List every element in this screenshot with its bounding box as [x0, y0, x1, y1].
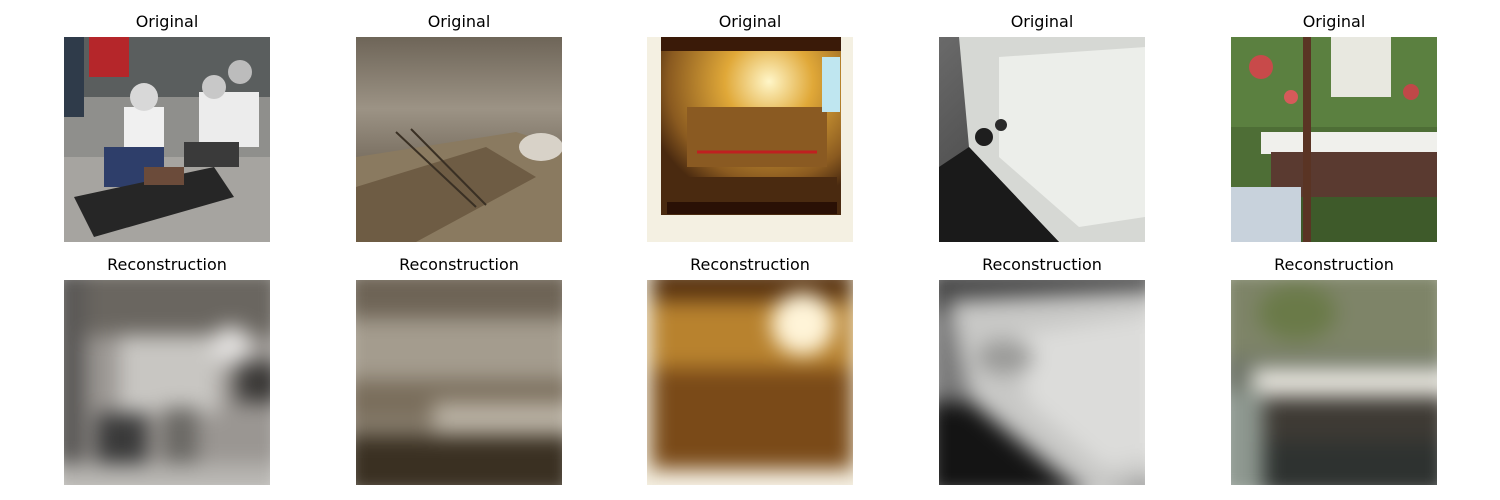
original-image-4 [939, 37, 1145, 242]
reconstruction-title-1: Reconstruction [107, 255, 227, 274]
reconstruction-image-4 [939, 280, 1145, 485]
reconstruction-cell-3: Reconstruction [647, 254, 853, 485]
original-cell-1: Original [64, 11, 270, 242]
original-title-2: Original [427, 12, 491, 31]
reconstruction-image-3 [647, 280, 853, 485]
original-title-5: Original [1302, 12, 1366, 31]
original-title-3: Original [718, 12, 782, 31]
reconstruction-title-5: Reconstruction [1274, 255, 1394, 274]
reconstruction-title-3: Reconstruction [690, 255, 810, 274]
original-image-5 [1231, 37, 1437, 242]
reconstruction-title-2: Reconstruction [399, 255, 519, 274]
reconstruction-cell-4: Reconstruction [939, 254, 1145, 485]
original-image-1 [64, 37, 270, 242]
reconstruction-cell-5: Reconstruction [1231, 254, 1437, 485]
original-cell-4: Original [939, 11, 1145, 242]
original-cell-3: Original [647, 11, 853, 242]
original-cell-5: Original [1231, 11, 1437, 242]
reconstruction-image-5 [1231, 280, 1437, 485]
original-image-3 [647, 37, 853, 242]
reconstruction-image-1 [64, 280, 270, 485]
original-cell-2: Original [356, 11, 562, 242]
reconstruction-cell-1: Reconstruction [64, 254, 270, 485]
original-title-1: Original [135, 12, 199, 31]
original-title-4: Original [1010, 12, 1074, 31]
reconstruction-image-2 [356, 280, 562, 485]
reconstruction-cell-2: Reconstruction [356, 254, 562, 485]
reconstruction-title-4: Reconstruction [982, 255, 1102, 274]
original-image-2 [356, 37, 562, 242]
